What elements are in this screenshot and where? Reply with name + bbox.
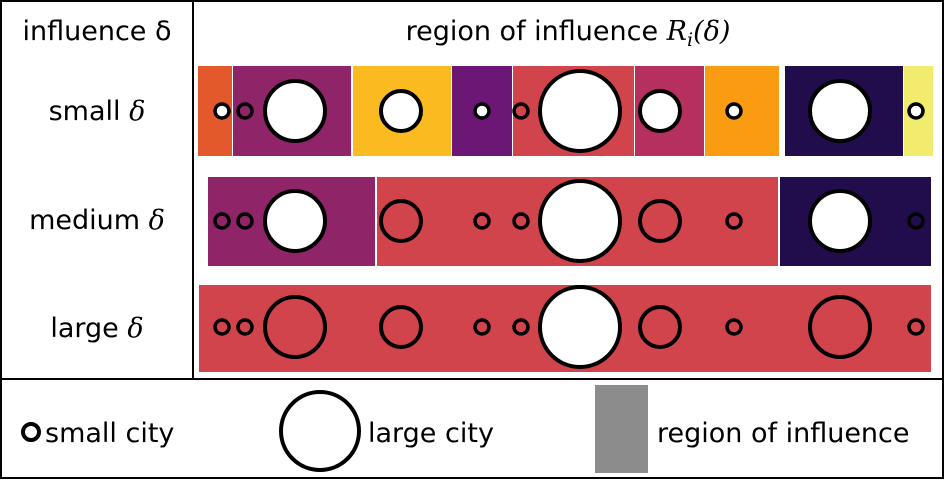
small-city (213, 212, 231, 230)
large-city (808, 189, 872, 253)
small-city (512, 212, 530, 230)
legend-region-label: region of influence (657, 418, 910, 449)
large-city (263, 295, 327, 359)
small-city (725, 102, 743, 120)
small-city (907, 212, 925, 230)
region-row (198, 66, 933, 156)
header-region-symbol: R (666, 16, 687, 47)
row-label-medium: medium δ (29, 205, 165, 236)
legend-small-city-icon (21, 422, 41, 442)
large-city (379, 89, 423, 133)
small-city (725, 212, 743, 230)
header-region-label: region of influence Ri(δ) (406, 16, 731, 51)
large-city (808, 295, 872, 359)
large-city (379, 199, 423, 243)
row-label-small: small δ (49, 96, 146, 127)
small-city (907, 318, 925, 336)
small-city (236, 102, 254, 120)
small-city (473, 102, 491, 120)
legend-small-city-label: small city (45, 418, 174, 449)
small-city (512, 318, 530, 336)
large-city (263, 79, 327, 143)
large-city (638, 89, 682, 133)
header-region-subscript: i (687, 29, 693, 51)
small-city (725, 318, 743, 336)
header-region-text: region of influence (406, 16, 667, 47)
legend-large-city-label: large city (368, 418, 494, 449)
legend-region-swatch (595, 385, 648, 473)
large-city (379, 305, 423, 349)
large-city (538, 179, 622, 263)
large-city (538, 285, 622, 369)
small-city (907, 102, 925, 120)
header-influence-label: influence δ (22, 16, 171, 47)
header-region-arg: (δ) (693, 16, 730, 47)
large-city (808, 79, 872, 143)
small-city (213, 102, 231, 120)
row-label-large: large δ (50, 313, 143, 344)
small-city (236, 212, 254, 230)
large-city (638, 305, 682, 349)
region-rows (198, 66, 933, 372)
small-city (512, 102, 530, 120)
region-row (199, 285, 931, 372)
small-city (473, 212, 491, 230)
small-city (236, 318, 254, 336)
small-city (213, 318, 231, 336)
large-city (638, 199, 682, 243)
small-city (473, 318, 491, 336)
large-city (538, 69, 622, 153)
region-row (208, 177, 931, 266)
legend-large-city-icon (279, 390, 361, 472)
large-city (263, 189, 327, 253)
